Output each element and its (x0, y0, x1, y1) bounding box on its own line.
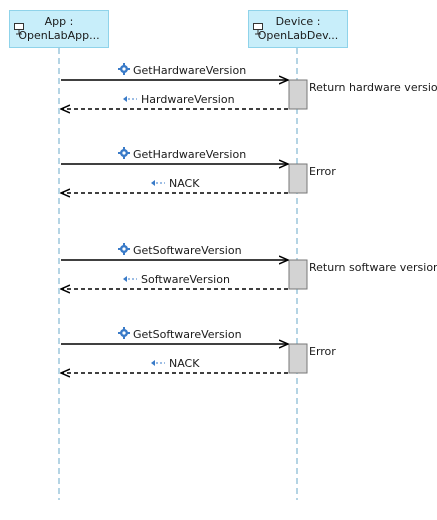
reply-message-text: SoftwareVersion (141, 273, 230, 286)
lifeline-device-header[interactable]: Device : OpenLabDev... (248, 10, 348, 48)
reply-message-text: NACK (169, 357, 200, 370)
interface-icon (14, 23, 24, 35)
reply-message-label[interactable]: HardwareVersion (122, 93, 235, 106)
call-message-label[interactable]: GetSoftwareVersion (118, 243, 242, 258)
call-message-text: GetHardwareVersion (133, 148, 247, 161)
reply-message-label[interactable]: NACK (150, 357, 199, 370)
return-arrow-icon (122, 273, 138, 286)
reply-message-text: NACK (169, 177, 200, 190)
call-message-text: GetSoftwareVersion (133, 244, 242, 257)
activation-bar (288, 163, 308, 194)
call-message-text: GetSoftwareVersion (133, 328, 242, 341)
call-message-text: GetHardwareVersion (133, 64, 247, 77)
lifeline-device-title: Device : (275, 15, 321, 28)
lifeline-app-title: App : (44, 15, 74, 28)
call-message-label[interactable]: GetHardwareVersion (118, 147, 246, 162)
reply-message-label[interactable]: SoftwareVersion (122, 273, 230, 286)
return-arrow-icon (122, 93, 138, 106)
activation-note: Error (309, 165, 336, 178)
reply-message-text: HardwareVersion (141, 93, 235, 106)
activation-bar (288, 79, 308, 110)
call-message-label[interactable]: GetHardwareVersion (118, 63, 246, 78)
activation-note: Return hardware version (309, 81, 437, 94)
reply-message-label[interactable]: NACK (150, 177, 199, 190)
lifeline-app-subtitle: OpenLabApp... (18, 29, 100, 42)
lifeline-app-header[interactable]: App : OpenLabApp... (9, 10, 109, 48)
call-message-label[interactable]: GetSoftwareVersion (118, 327, 242, 342)
return-arrow-icon (150, 357, 166, 370)
activation-bar (288, 259, 308, 290)
operation-icon (118, 63, 130, 78)
activation-note: Return software version (309, 261, 437, 274)
operation-icon (118, 243, 130, 258)
operation-icon (118, 327, 130, 342)
return-arrow-icon (150, 177, 166, 190)
interface-icon (253, 23, 263, 35)
lifeline-device-subtitle: OpenLabDev... (257, 29, 339, 42)
activation-note: Error (309, 345, 336, 358)
operation-icon (118, 147, 130, 162)
activation-bar (288, 343, 308, 374)
